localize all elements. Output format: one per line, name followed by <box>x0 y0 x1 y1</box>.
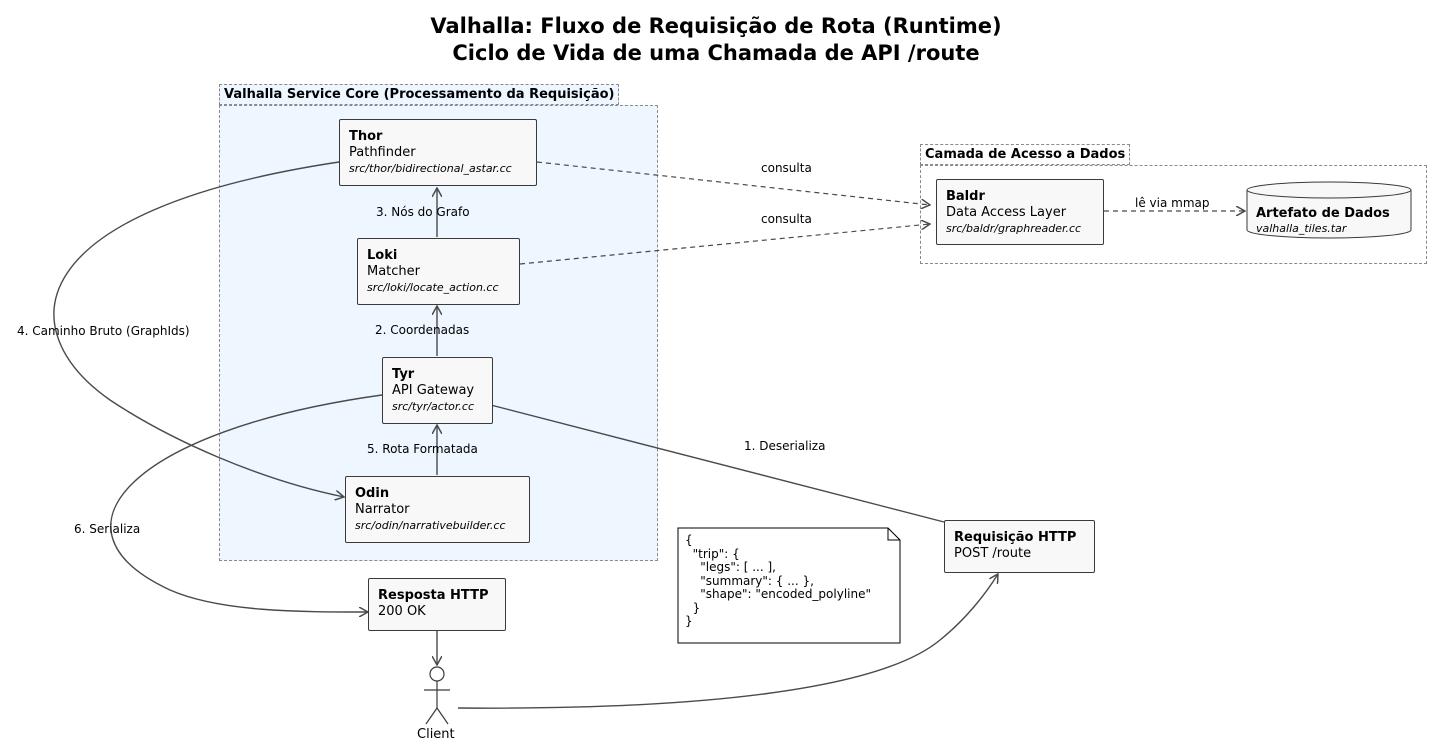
edge-request-tyr <box>483 403 945 523</box>
client-actor-icon <box>424 666 450 725</box>
node-baldr-role: Data Access Layer <box>946 205 1067 220</box>
node-tyr: Tyr API Gateway src/tyr/actor.cc <box>382 357 493 424</box>
note-line: "summary": { ... }, <box>685 573 814 588</box>
node-tyr-role: API Gateway <box>392 383 475 398</box>
edge-label-baldr-artefato: lê via mmap <box>1135 196 1210 210</box>
edge-tyr-response <box>110 394 383 612</box>
node-baldr-file: src/baldr/graphreader.cc <box>946 222 1082 235</box>
node-tyr-file: src/tyr/actor.cc <box>392 400 474 413</box>
edge-label-tyr-response: 6. Serializa <box>74 522 141 536</box>
note-line: "shape": "encoded_polyline" <box>685 587 871 601</box>
node-loki-role: Matcher <box>367 264 421 279</box>
database-icon <box>1246 181 1412 239</box>
note-shape <box>677 527 901 644</box>
edge-label-odin-tyr: 5. Rota Formatada <box>367 442 478 456</box>
node-loki: Loki Matcher src/loki/locate_action.cc <box>357 238 520 305</box>
data-package-label: Camada de Acesso a Dados <box>920 144 1131 165</box>
edge-label-tyr-loki: 2. Coordenadas <box>375 323 470 337</box>
node-thor-file: src/thor/bidirectional_astar.cc <box>349 162 512 175</box>
edge-loki-baldr <box>519 224 930 265</box>
data-package <box>920 165 1427 264</box>
node-baldr-name: Baldr <box>946 189 985 204</box>
node-artefato-name: Artefato de Dados <box>1256 206 1390 221</box>
node-request-name: Requisição HTTP <box>954 530 1077 545</box>
note-line: "legs": [ ... ], <box>685 560 776 574</box>
diagram-title-line2: Ciclo de Vida de uma Chamada de API /rou… <box>452 41 980 65</box>
node-odin-role: Narrator <box>355 502 410 517</box>
node-response-role: 200 OK <box>378 604 426 619</box>
note-line: { <box>685 533 693 547</box>
edge-label-loki-thor: 3. Nós do Grafo <box>376 205 470 219</box>
node-thor-name: Thor <box>349 129 383 144</box>
edge-label-loki-baldr: consulta <box>761 212 812 226</box>
diagram-title-line1: Valhalla: Fluxo de Requisição de Rota (R… <box>430 14 1002 38</box>
edge-thor-odin <box>53 161 344 497</box>
note-line: } <box>685 614 693 628</box>
node-thor: Thor Pathfinder src/thor/bidirectional_a… <box>339 119 537 186</box>
node-odin-name: Odin <box>355 486 390 501</box>
edge-label-thor-baldr: consulta <box>761 161 812 175</box>
node-loki-file: src/loki/locate_action.cc <box>367 281 499 294</box>
node-tyr-name: Tyr <box>392 367 415 382</box>
note-line: } <box>685 600 701 615</box>
note-line: "trip": { <box>685 546 740 561</box>
node-request-role: POST /route <box>954 546 1032 561</box>
client-label: Client <box>417 727 455 742</box>
core-package-label: Valhalla Service Core (Processamento da … <box>219 84 620 105</box>
node-request: Requisição HTTP POST /route <box>944 520 1095 573</box>
node-response: Resposta HTTP 200 OK <box>368 578 506 631</box>
json-note: { "trip": { "legs": [ ... ], "summary": … <box>678 528 900 643</box>
edge-thor-baldr <box>536 161 930 205</box>
node-baldr: Baldr Data Access Layer src/baldr/graphr… <box>936 179 1104 245</box>
edge-label-thor-odin: 4. Caminho Bruto (GraphIds) <box>17 324 190 338</box>
node-loki-name: Loki <box>367 248 398 263</box>
edge-label-request-tyr: 1. Deserializa <box>744 439 826 453</box>
node-response-name: Resposta HTTP <box>378 588 489 603</box>
node-artefato-file: valhalla_tiles.tar <box>1256 222 1347 235</box>
edge-client-request <box>457 574 998 709</box>
node-artefato: Artefato de Dados valhalla_tiles.tar <box>1256 206 1390 236</box>
node-thor-role: Pathfinder <box>349 145 416 160</box>
node-odin: Odin Narrator src/odin/narrativebuilder.… <box>345 476 530 543</box>
node-odin-file: src/odin/narrativebuilder.cc <box>355 519 506 532</box>
